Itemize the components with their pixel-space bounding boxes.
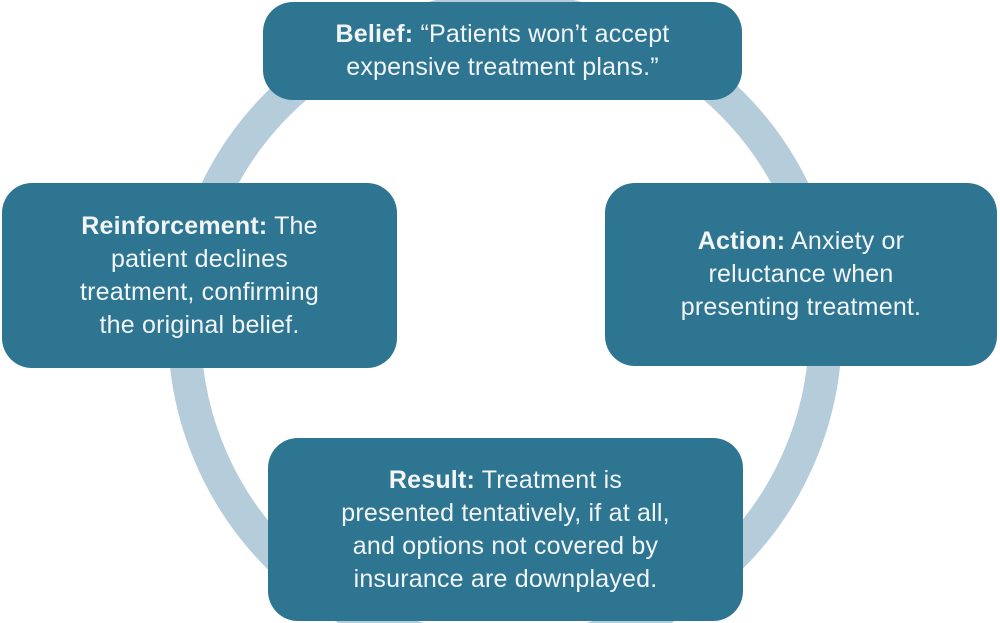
reinforcement-label: Reinforcement: (81, 211, 268, 240)
result-label: Result: (388, 465, 475, 494)
belief-label: Belief: (335, 20, 414, 48)
action-label: Action: (697, 227, 786, 255)
